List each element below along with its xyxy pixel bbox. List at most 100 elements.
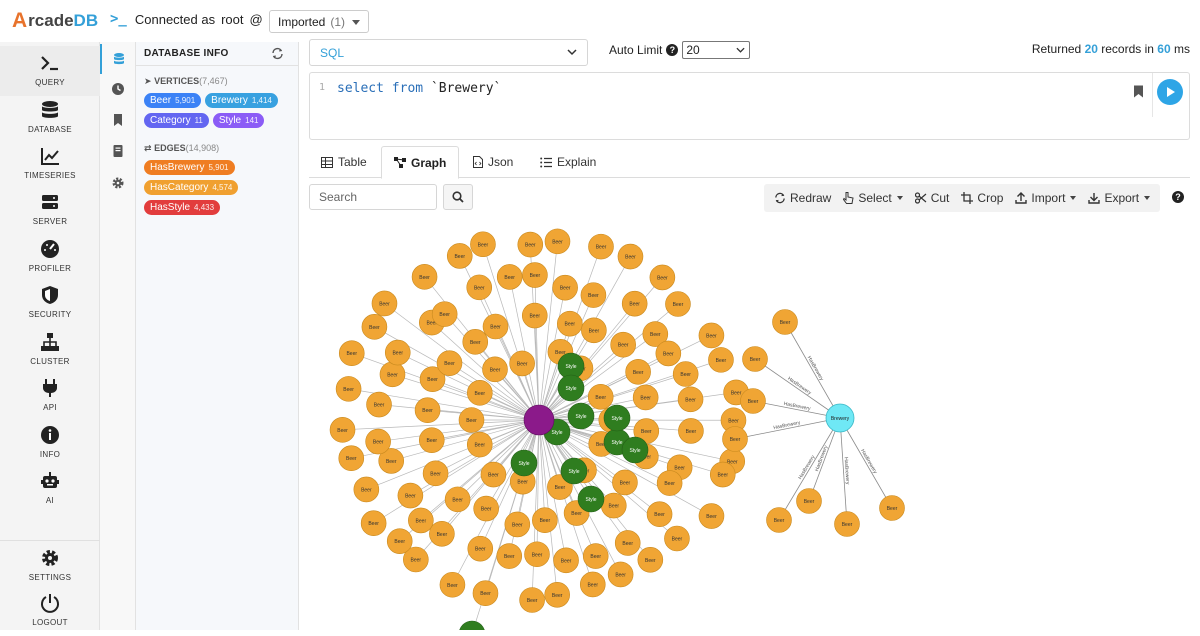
- beer-node-label: Beer: [780, 320, 791, 326]
- beer-node-label: Beer: [680, 372, 691, 378]
- subnav-docs[interactable]: [100, 136, 136, 166]
- nav-logout[interactable]: LOGOUT: [0, 586, 100, 636]
- chart-line-icon: [39, 145, 61, 167]
- nav-timeseries[interactable]: TIMESERIES: [0, 139, 100, 189]
- export-dropdown[interactable]: Export: [1082, 184, 1156, 212]
- play-icon: [1164, 86, 1176, 98]
- subnav-history[interactable]: [100, 74, 136, 104]
- nav-server[interactable]: SERVER: [0, 185, 100, 235]
- query-editor[interactable]: 1 select from `Brewery`: [309, 72, 1190, 140]
- bookmark-icon[interactable]: [1133, 85, 1144, 98]
- beer-node-label: Beer: [587, 582, 598, 588]
- help-icon[interactable]: ?: [666, 44, 678, 56]
- tab-table[interactable]: Table: [309, 146, 379, 178]
- scissors-icon: [915, 192, 927, 204]
- graph-help-icon[interactable]: ?: [1172, 191, 1184, 203]
- beer-node-label: Beer: [488, 473, 499, 479]
- plug-icon: [39, 377, 61, 399]
- beer-node-label: Beer: [596, 245, 607, 251]
- run-query-button[interactable]: [1157, 79, 1183, 105]
- cut-button[interactable]: Cut: [909, 184, 956, 212]
- beer-node-label: Beer: [641, 429, 652, 435]
- query-language-select[interactable]: SQL: [309, 39, 588, 66]
- beer-node-label: Beer: [552, 593, 563, 599]
- nav-cluster[interactable]: CLUSTER: [0, 325, 100, 375]
- beer-node-label: Beer: [392, 351, 403, 357]
- beer-node-label: Beer: [552, 239, 563, 245]
- subnav-bookmarks[interactable]: [100, 105, 136, 135]
- beer-node-label: Beer: [571, 511, 582, 517]
- database-info-header: DATABASE INFO: [136, 42, 298, 66]
- select-dropdown[interactable]: Select: [837, 184, 908, 212]
- shield-icon: [39, 284, 61, 306]
- clock-icon: [111, 82, 125, 96]
- beer-node-label: Beer: [672, 536, 683, 542]
- beer-node-label: Beer: [419, 275, 430, 281]
- crop-button[interactable]: Crop: [955, 184, 1009, 212]
- style-node-label: Style: [565, 386, 576, 392]
- beer-node-label: Beer: [504, 554, 515, 560]
- beer-node-label: Beer: [560, 286, 571, 292]
- auto-limit-select[interactable]: 20: [682, 41, 750, 59]
- edge-label: HasBrewery: [806, 355, 825, 382]
- nav-query[interactable]: QUERY: [0, 46, 100, 96]
- result-tabs: Table Graph Json Explain: [309, 146, 1190, 178]
- beer-node-label: Beer: [706, 333, 717, 339]
- nav-profiler[interactable]: PROFILER: [0, 232, 100, 282]
- edges-section-title: ⇄ EDGES(14,908): [144, 143, 298, 154]
- edge-label: HasBrewery: [783, 401, 811, 412]
- style-node-label: Style: [611, 416, 622, 422]
- beer-node-label: Beer: [654, 512, 665, 518]
- beer-node-label: Beer: [480, 591, 491, 597]
- tab-explain[interactable]: Explain: [528, 146, 608, 178]
- redraw-button[interactable]: Redraw: [768, 184, 837, 212]
- graph-canvas[interactable]: HasBreweryHasBreweryHasBreweryHasBrewery…: [299, 218, 1200, 630]
- database-selector[interactable]: Imported(1): [269, 10, 369, 33]
- nav-api[interactable]: API: [0, 371, 100, 421]
- tab-json[interactable]: Json: [461, 146, 525, 178]
- file-code-icon: [473, 156, 483, 168]
- caret-down-icon: [1070, 196, 1076, 200]
- server-icon: [39, 191, 61, 213]
- beer-node-label: Beer: [430, 471, 441, 477]
- beer-node-label: Beer: [595, 395, 606, 401]
- refresh-icon[interactable]: [271, 47, 284, 60]
- edge-label: HasBrewery: [797, 454, 816, 481]
- send-icon: ➤: [144, 76, 152, 86]
- subnav-settings[interactable]: [100, 168, 136, 198]
- table-icon: [321, 157, 333, 168]
- beer-node-label: Beer: [730, 437, 741, 443]
- hub-node[interactable]: [524, 405, 554, 435]
- robot-icon: [39, 470, 61, 492]
- beer-node-label: Beer: [416, 518, 427, 524]
- beer-node-label: Beer: [481, 507, 492, 513]
- nav-settings[interactable]: SETTINGS: [0, 540, 100, 590]
- nav-database[interactable]: DATABASE: [0, 93, 100, 143]
- nav-security[interactable]: SECURITY: [0, 278, 100, 328]
- style-node-label: Style: [575, 414, 586, 420]
- tab-graph[interactable]: Graph: [381, 146, 459, 179]
- result-summary: Returned 20 records in 60 ms: [1032, 42, 1190, 56]
- nav-info[interactable]: INFO: [0, 418, 100, 468]
- graph-search-button[interactable]: [443, 184, 473, 210]
- import-dropdown[interactable]: Import: [1009, 184, 1082, 212]
- beer-node-label: Beer: [555, 485, 566, 491]
- auto-limit: Auto Limit ? 20: [609, 41, 750, 59]
- style-node[interactable]: [459, 621, 485, 630]
- beer-node-label: Beer: [439, 312, 450, 318]
- graph-search-input[interactable]: Search: [309, 184, 437, 210]
- beer-node-label: Beer: [386, 459, 397, 465]
- beer-node-label: Beer: [512, 522, 523, 528]
- graph-edge: [735, 418, 840, 439]
- power-icon: [39, 592, 61, 614]
- subnav-database-info[interactable]: [100, 44, 136, 74]
- nav-ai[interactable]: AI: [0, 464, 100, 514]
